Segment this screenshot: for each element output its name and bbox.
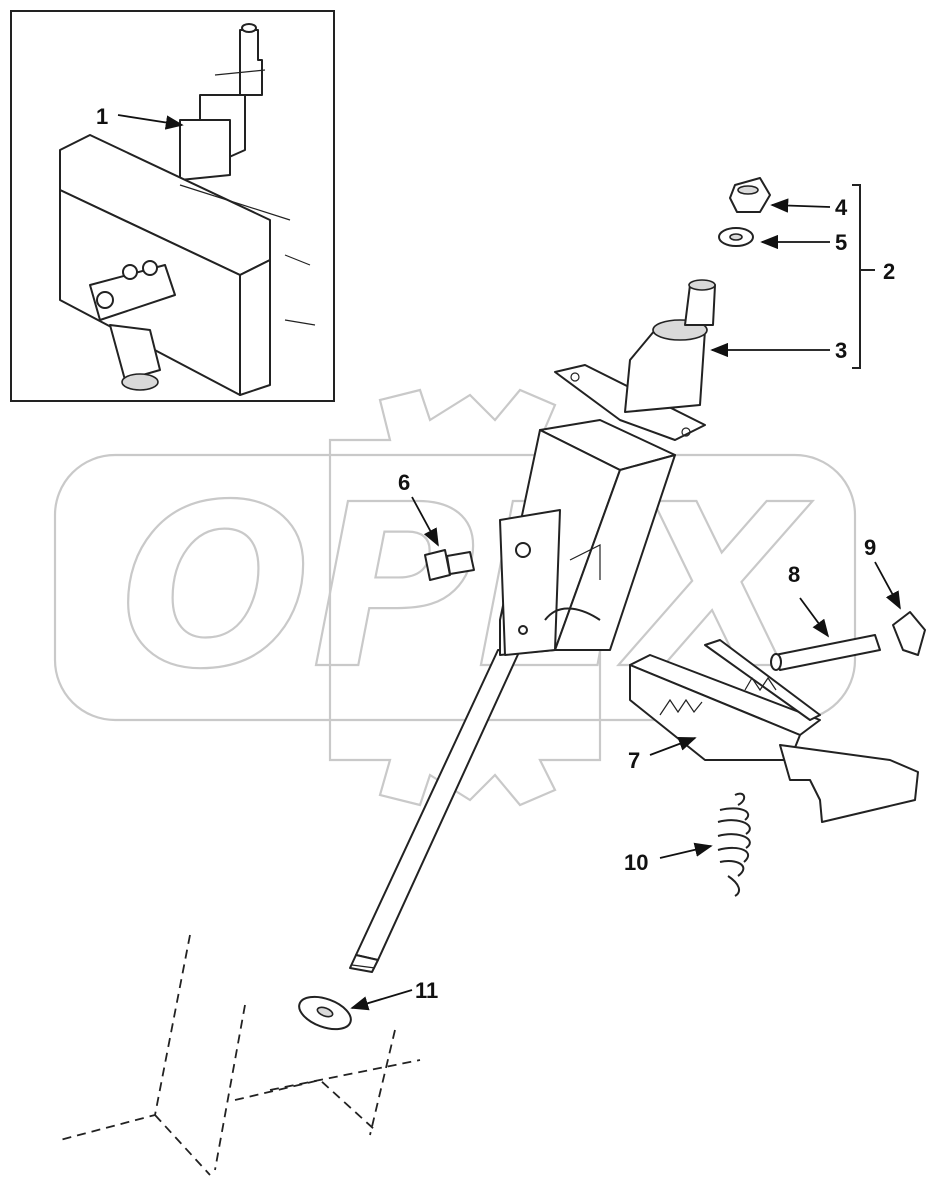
watermark-gear — [328, 388, 602, 807]
inset-assembly — [10, 10, 335, 402]
callout-7: 7 — [628, 748, 640, 773]
callout-3: 3 — [835, 338, 847, 363]
callout-6: 6 — [398, 470, 410, 495]
spring — [717, 792, 751, 897]
callout-8: 8 — [788, 562, 800, 587]
callout-11: 11 — [415, 978, 438, 1003]
callout-4: 4 — [835, 195, 848, 220]
clip — [892, 611, 926, 656]
callout-5: 5 — [835, 230, 847, 255]
pin — [770, 634, 881, 671]
nut-and-washer — [718, 177, 771, 247]
pedal-lever — [629, 639, 919, 823]
lower-washer — [298, 995, 352, 1031]
callout-9: 9 — [864, 535, 876, 560]
leader-arrows — [117, 114, 901, 1011]
callout-labels: 1 2 3 4 5 6 7 8 9 10 11 — [96, 104, 895, 1003]
bolt — [424, 549, 475, 581]
floor-outline — [59, 934, 421, 1176]
callout-10: 10 — [624, 850, 648, 875]
watermark-frame — [53, 453, 857, 722]
callout-1: 1 — [96, 104, 108, 129]
callout-2: 2 — [883, 259, 895, 284]
group-bracket — [852, 184, 875, 369]
steering-column — [349, 279, 716, 973]
